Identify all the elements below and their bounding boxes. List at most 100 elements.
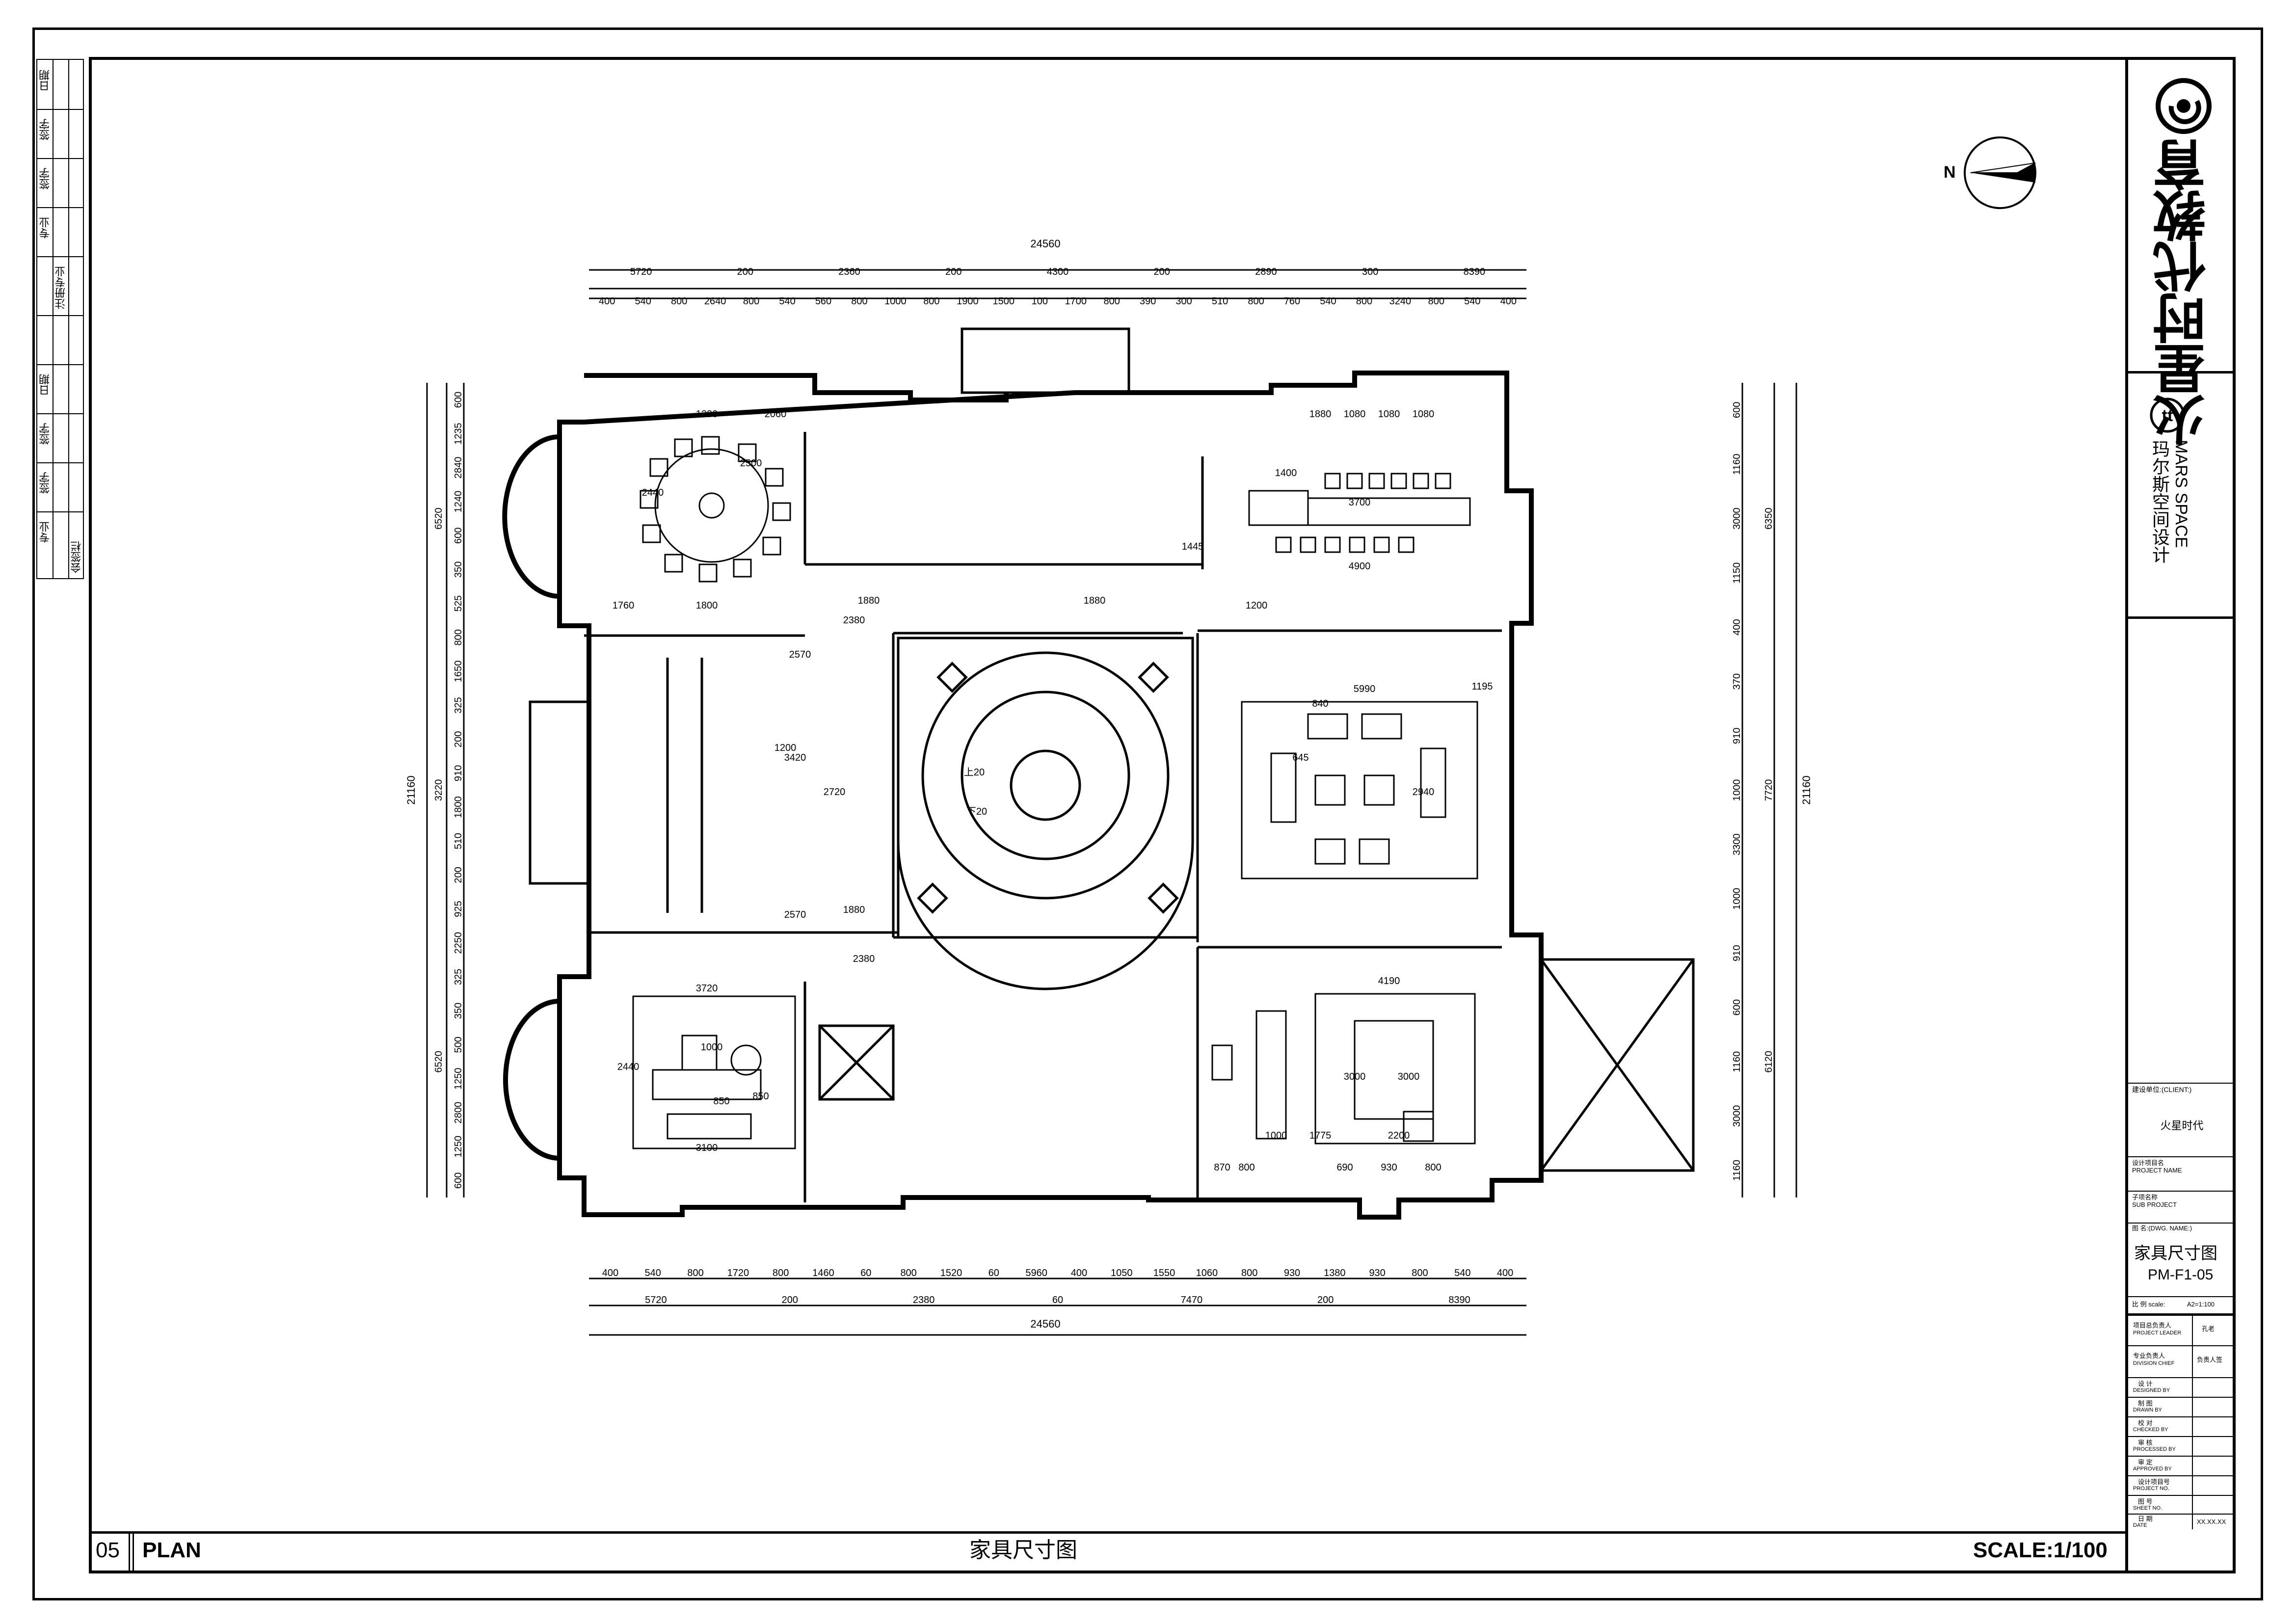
drawing-code: PM-F1-05 <box>2148 1267 2214 1283</box>
display-table <box>1255 1010 1287 1140</box>
room-dim-label: 2720 <box>824 787 846 798</box>
dim-label: 7720 <box>1763 779 1774 801</box>
dim-label: 540 <box>645 1268 661 1278</box>
dim-label: 1900 <box>957 296 979 307</box>
room-dim-label: 4900 <box>1349 561 1371 572</box>
division-chief-value: 负责人签 <box>2197 1356 2223 1363</box>
dim-label: 350 <box>453 561 464 578</box>
tb-divider <box>2128 1456 2236 1457</box>
living-room-rug <box>1241 701 1478 879</box>
bottom-rule <box>92 1531 2125 1534</box>
tb-divider <box>2128 1083 2236 1084</box>
approved-by-cn: 审 定 <box>2138 1459 2153 1466</box>
dim-label: 800 <box>900 1268 916 1278</box>
dim-label: 800 <box>687 1268 703 1278</box>
dim-label: 1050 <box>1111 1268 1133 1278</box>
project-leader-value: 孔老 <box>2202 1325 2215 1332</box>
spiral-stair-core <box>1010 749 1081 821</box>
dim-label: 200 <box>737 266 753 277</box>
strip-row <box>37 315 83 316</box>
dim-label: 2360 <box>838 266 860 277</box>
room-dim-label: 3720 <box>696 983 718 994</box>
dim-label: 325 <box>453 969 464 985</box>
dim-label: 1000 <box>1732 888 1742 910</box>
strip-row <box>37 413 83 414</box>
room-dim-label: 2570 <box>784 909 806 920</box>
elevator-shaft <box>819 1025 894 1100</box>
room-dim-label: 2500 <box>740 458 762 469</box>
dim-label: 600 <box>1732 999 1742 1015</box>
brand-tt-icon: tt <box>2148 396 2187 437</box>
division-chief-label-cn: 专业负责人 <box>2133 1352 2165 1359</box>
room-dim-label: 1080 <box>1378 409 1400 420</box>
room-dim-label: 3000 <box>1344 1071 1366 1082</box>
room-dim-label: 1760 <box>613 600 635 611</box>
dim-label: 1060 <box>1196 1268 1218 1278</box>
dim-label: 100 <box>1032 296 1048 307</box>
kitchen-island <box>1248 490 1309 526</box>
room-dim-label: 1775 <box>1309 1130 1332 1141</box>
rotunda-base <box>897 844 1199 939</box>
dim-label: 60 <box>1052 1295 1063 1305</box>
dim-left-detail-group: 6001235284012406003505258001650325200910… <box>453 392 464 1189</box>
dim-label: 370 <box>1732 673 1742 690</box>
dim-label: 400 <box>1500 296 1517 307</box>
drawing-title: 家具尺寸图 <box>969 1538 1077 1562</box>
room-dim-label: 5990 <box>1354 684 1376 694</box>
dim-label: 200 <box>453 731 464 747</box>
tb-divider <box>2128 1156 2236 1157</box>
armchair <box>1307 713 1348 740</box>
dim-label: 800 <box>743 296 759 307</box>
tb-divider <box>2128 1191 2236 1192</box>
strip-divider <box>68 60 69 578</box>
tb-divider <box>2128 1345 2236 1346</box>
dim-label: 510 <box>453 833 464 849</box>
drawing-number-box: 05 <box>92 1531 130 1573</box>
drawing-name-label: 图 名:(DWG. NAME:) <box>2132 1225 2192 1232</box>
sheet-no-en: SHEET NO. <box>2133 1505 2163 1511</box>
room-dim-label: 3000 <box>1398 1071 1420 1082</box>
tb-divider <box>2128 1436 2236 1437</box>
dim-label: 910 <box>1732 728 1742 744</box>
room-dim-label: 1000 <box>1265 1130 1287 1141</box>
coffee-table <box>1363 774 1395 806</box>
terrace <box>1540 958 1695 1172</box>
dim-label: 6520 <box>433 507 444 530</box>
dim-label: 1250 <box>453 1068 464 1090</box>
strip-row <box>37 158 83 159</box>
dim-label: 600 <box>453 392 464 408</box>
dim-label: 325 <box>453 697 464 713</box>
stairs-top <box>961 327 1130 394</box>
dim-label: 2250 <box>453 932 464 954</box>
drawing-type: PLAN <box>142 1538 201 1562</box>
north-label: N <box>1944 163 1956 182</box>
dim-label: 925 <box>453 901 464 917</box>
dim-label: 760 <box>1284 296 1300 307</box>
room-dim-label: 3420 <box>784 752 806 763</box>
dim-label: 200 <box>453 867 464 883</box>
column <box>1138 662 1169 693</box>
dim-label: 200 <box>1317 1295 1334 1305</box>
strip-row <box>37 462 83 463</box>
room-dim-label: 840 <box>1312 698 1328 709</box>
drawn-by-cn: 制 图 <box>2138 1400 2153 1407</box>
dim-label: 800 <box>1241 1268 1257 1278</box>
room-dim-label: 1880 <box>843 905 865 915</box>
dim-label: 2890 <box>1255 266 1277 277</box>
dim-label: 510 <box>1212 296 1228 307</box>
dim-label: 300 <box>1362 266 1378 277</box>
signature-strip: 日期 签字 签字 专业 注册专业 日期 签字 签字 专业 会签栏 <box>36 59 84 579</box>
room-dim-label: 850 <box>752 1091 769 1102</box>
dim-label: 2800 <box>453 1102 464 1124</box>
dim-label: 60 <box>860 1268 871 1278</box>
column <box>1148 882 1179 914</box>
dim-label: 2640 <box>704 296 726 307</box>
armchair <box>1314 838 1346 865</box>
designed-by-en: DESIGNED BY <box>2133 1387 2170 1393</box>
dim-label: 6350 <box>1763 507 1774 530</box>
room-dim-label: 800 <box>1238 1162 1255 1173</box>
stair-up-label: 上20 <box>964 767 985 778</box>
tb-divider <box>2128 1223 2236 1224</box>
